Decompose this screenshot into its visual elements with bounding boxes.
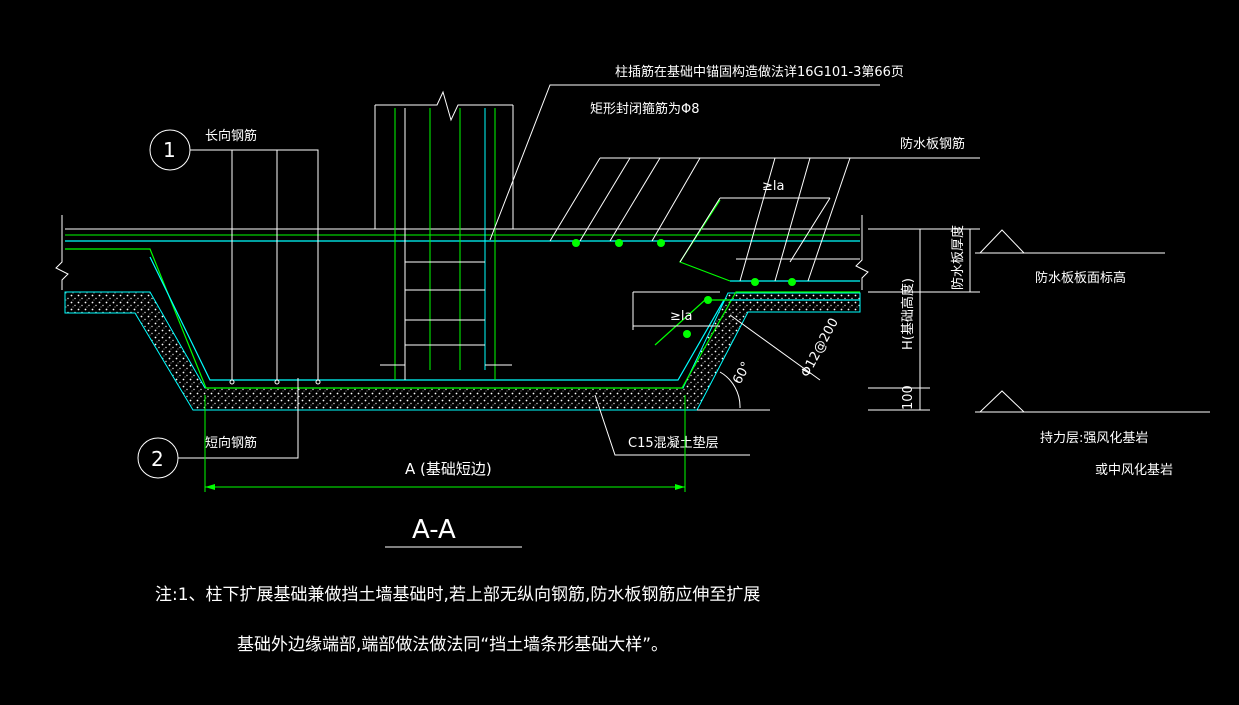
angle-arc [719,371,741,409]
pad-label: C15混凝土垫层 [628,435,719,451]
wp-hatch-2 [579,157,631,242]
la-dim-top-tick [679,197,721,263]
bearing-label-2: 或中风化基岩 [1095,463,1173,478]
bearing-label-1: 持力层:强风化基岩 [1040,431,1148,446]
wp-hatch-4 [651,157,701,242]
dim-a-arrow-left [205,484,215,490]
col-anchor-leader [489,84,880,241]
short-bar-label: 短向钢筋 [205,435,257,451]
wp-thick-label: 防水板厚度 [950,225,966,290]
rebar-dot [683,330,691,338]
note-line-1: 注:1、柱下扩展基础兼做挡土墙基础时,若上部无纵向钢筋,防水板钢筋应伸至扩展 [155,585,761,605]
long-bar-dot [229,379,235,385]
note-line-2: 基础外边缘端部,端部做法做法同“挡土墙条形基础大样”。 [237,635,669,655]
wp-bar-label: 防水板钢筋 [900,136,965,152]
c15-pad [64,291,861,411]
elev-marker-bot [978,390,1026,413]
column-break [375,90,513,122]
wp-hatch-3 [609,157,661,242]
rebar-dot [657,239,665,247]
rebar-leader [729,314,821,381]
wp-hatch-1 [549,157,601,242]
long-bar-dot [274,379,280,385]
wp-hatch-6 [774,157,811,282]
pad-leader [594,394,750,456]
wp-elev-label: 防水板板面标高 [1035,270,1126,286]
dim-100-label: 100 [901,385,916,410]
column-hook-left [380,364,406,380]
la-dim-top-tick2 [789,197,831,263]
section-title: A-A [412,515,456,545]
bubble-2-leader [178,378,299,459]
col-anchor-label: 柱插筋在基础中锚固构造做法详16G101-3第66页 [615,64,904,80]
bubble-1-label: 1 [163,138,176,162]
rebar-dot [751,278,759,286]
la-bottom-label: ≥la [670,309,692,324]
rebar-dot [615,239,623,247]
wp-hatch-5 [739,157,776,282]
h-found-label: H(基础高度) [900,278,916,350]
rebar-dot [572,239,580,247]
break-mark-left [55,215,69,290]
stirrup-label: 矩形封闭箍筋为Φ8 [590,101,700,117]
bottom-rebar-mesh [149,256,860,381]
long-bar-label: 长向钢筋 [205,128,257,144]
rebar-dot [788,278,796,286]
bubble-2-label: 2 [151,447,164,471]
dim-a-arrow-right [675,484,685,490]
break-mark-right [855,215,869,290]
la-top-label: ≥la [762,179,784,194]
wp-hatch-7 [807,157,851,282]
rebar-label: Φ12@200 [798,316,842,380]
long-bar-dot [315,379,321,385]
dim-a-label: A (基础短边) [405,460,492,478]
bubble-1-leader [190,149,319,380]
angle-label: 60° [730,359,754,386]
elev-marker-top [978,229,1026,254]
bent-bar-2 [654,299,730,346]
